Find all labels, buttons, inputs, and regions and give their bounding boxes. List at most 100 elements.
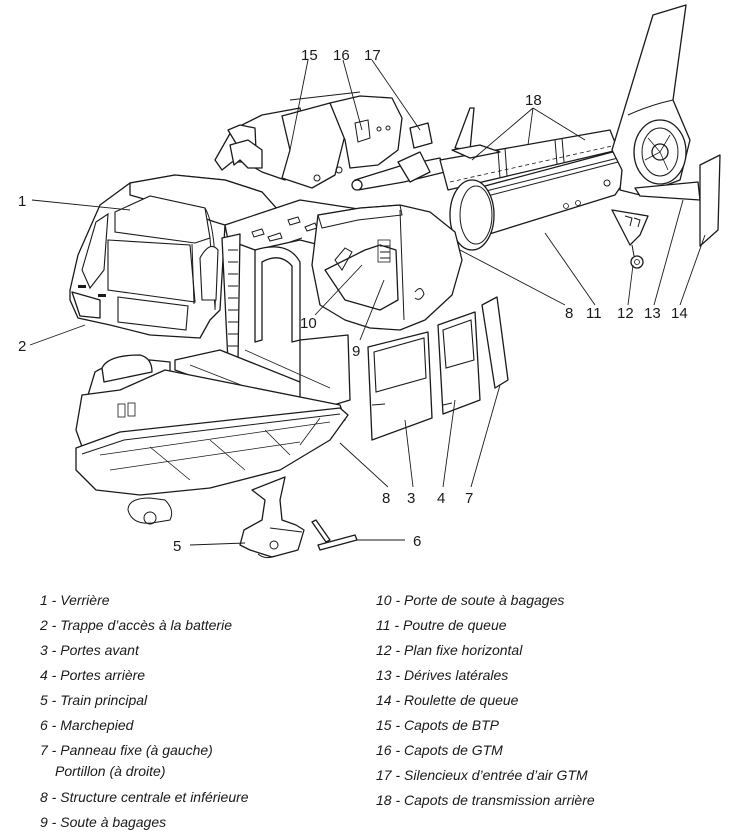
callout-8-lower: 8 [382, 490, 390, 507]
callout-9: 9 [352, 343, 360, 360]
legend-right-column: 10 - Porte de soute à bagages 11 - Poutr… [376, 590, 595, 815]
legend-item: 13 - Dérives latérales [376, 665, 595, 690]
legend-number: 1 [40, 592, 48, 608]
legend-separator: - [391, 767, 405, 783]
legend-text: Soute à bagages [60, 814, 167, 830]
legend-separator: - [390, 617, 403, 633]
callout-18: 18 [525, 92, 542, 109]
legend-text: Structure centrale et inférieure [60, 789, 249, 805]
callout-2: 2 [18, 338, 26, 355]
legend-text: Roulette de queue [404, 692, 519, 708]
callout-11: 11 [586, 305, 602, 322]
legend-item: 9 - Soute à bagages [40, 812, 249, 837]
legend-separator: - [391, 792, 405, 808]
legend-text: Plan fixe horizontal [404, 642, 523, 658]
legend-text: Trappe d’accès à la batterie [60, 617, 232, 633]
legend-text: Panneau fixe (à gauche) [60, 742, 213, 758]
tail-boom [449, 149, 626, 251]
legend-number: 4 [40, 667, 48, 683]
legend-number: 3 [40, 642, 48, 658]
legend-number: 18 [376, 792, 392, 808]
legend-text: Portes avant [60, 642, 139, 658]
legend-number: 14 [376, 692, 392, 708]
legend-number: 2 [40, 617, 48, 633]
legend-separator: - [47, 667, 61, 683]
legend-separator: - [391, 742, 405, 758]
callout-16: 16 [333, 47, 350, 64]
callout-17: 17 [364, 47, 381, 64]
legend-number: 10 [376, 592, 392, 608]
legend-separator: - [391, 592, 405, 608]
btp-cowlings [214, 102, 346, 189]
legend-number: 16 [376, 742, 392, 758]
legend-separator: - [47, 617, 61, 633]
callout-6: 6 [413, 533, 421, 550]
legend-separator: - [391, 717, 405, 733]
gtm-cowlings [289, 91, 403, 169]
legend-text: Silencieux d’entrée d’air GTM [404, 767, 588, 783]
legend-item: 2 - Trappe d’accès à la batterie [40, 615, 249, 640]
callout-13: 14 [671, 305, 688, 322]
callout-3: 3 [407, 490, 415, 507]
legend-number: 7 [40, 742, 48, 758]
legend-text: Dérives latérales [404, 667, 509, 683]
legend-text: Verrière [60, 592, 110, 608]
legend-text: Portes arrière [60, 667, 146, 683]
legend-item: 10 - Porte de soute à bagages [376, 590, 595, 615]
callout-4: 4 [437, 490, 445, 507]
rear-transmission-cowlings [439, 107, 619, 191]
legend-number: 6 [40, 717, 48, 733]
exploded-view-drawing: 1 2 3 4 5 6 7 8 8 9 10 11 13 14 12 15 16… [18, 4, 721, 559]
legend-item: 16 - Capots de GTM [376, 740, 595, 765]
legend-text: Capots de GTM [404, 742, 503, 758]
lateral-fins [699, 154, 721, 247]
gtm-air-intake-silencer [409, 122, 433, 149]
legend-number: 8 [40, 789, 48, 805]
step [311, 519, 358, 551]
legend-separator: - [391, 642, 405, 658]
legend-number: 11 [376, 617, 391, 633]
legend-item: 3 - Portes avant [40, 640, 249, 665]
legend-left-column: 1 - Verrière 2 - Trappe d’accès à la bat… [40, 590, 249, 837]
tail-fin-fenestron [611, 4, 691, 196]
callout-5: 5 [173, 538, 181, 555]
legend-separator: - [47, 742, 61, 758]
callout-15: 15 [301, 47, 318, 64]
legend-number: 12 [376, 642, 392, 658]
legend-separator: - [391, 692, 405, 708]
legend-text: Marchepied [60, 717, 134, 733]
legend-item: 17 - Silencieux d’entrée d’air GTM [376, 765, 595, 790]
legend-separator: - [47, 592, 61, 608]
legend-text: Train principal [60, 692, 148, 708]
callout-8-upper: 8 [565, 305, 573, 322]
legend-number: 13 [376, 667, 392, 683]
legend-item: 7 - Panneau fixe (à gauche) Portillon (à … [40, 740, 249, 787]
legend-item: 6 - Marchepied [40, 715, 249, 740]
legend-item: 11 - Poutre de queue [376, 615, 595, 640]
legend-item: 4 - Portes arrière [40, 665, 249, 690]
legend-item: 1 - Verrière [40, 590, 249, 615]
legend-separator: - [47, 789, 61, 805]
leader-lines [29, 59, 706, 546]
legend-separator: - [47, 717, 61, 733]
callout-14: 12 [617, 305, 634, 322]
main-landing-gear [239, 476, 305, 559]
luggage-compartment [311, 204, 463, 331]
legend-text-line2: Portillon (à droite) [55, 763, 166, 779]
transmission-shaft [351, 151, 446, 191]
legend-item: 14 - Roulette de queue [376, 690, 595, 715]
front-door [367, 331, 433, 441]
callout-labels: 1 2 3 4 5 6 7 8 8 9 10 11 13 14 12 15 16… [18, 47, 688, 555]
legend-item: 5 - Train principal [40, 690, 249, 715]
callout-12: 13 [644, 305, 661, 322]
callout-7: 7 [465, 490, 473, 507]
legend-separator: - [47, 692, 61, 708]
legend-number: 5 [40, 692, 48, 708]
callout-10: 10 [300, 315, 317, 332]
lower-structure [75, 354, 349, 525]
legend-number: 15 [376, 717, 392, 733]
legend-separator: - [47, 642, 61, 658]
legend-number: 9 [40, 814, 48, 830]
tail-wheel [611, 209, 649, 269]
legend-text: Capots de transmission arrière [404, 792, 595, 808]
